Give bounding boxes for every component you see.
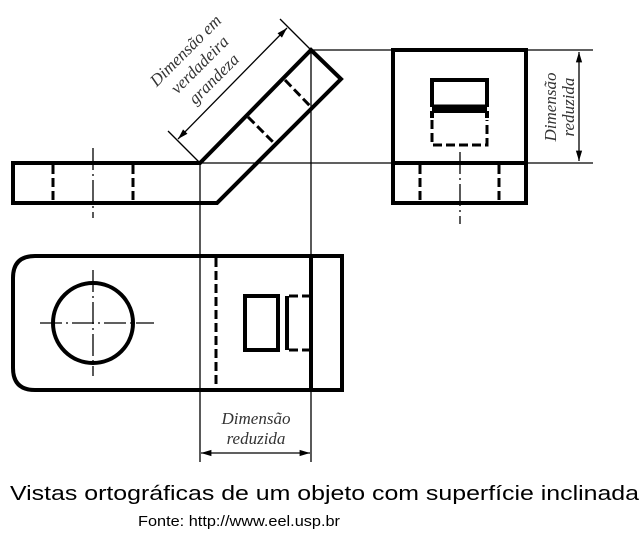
top-reduced-label-1: Dimensão bbox=[221, 409, 291, 428]
top-reduced-label-2: reduzida bbox=[227, 429, 286, 448]
side-reduced-label-1: Dimensão bbox=[541, 73, 560, 143]
side-reduced-label-2: reduzida bbox=[559, 78, 578, 137]
figure-source: Fonte: http://www.eel.usp.br bbox=[138, 513, 340, 530]
top-view bbox=[11, 254, 344, 392]
true-size-dimension: Dimensão em verdadeira grandeza bbox=[145, 11, 312, 164]
figure-caption: Vistas ortográficas de um objeto com sup… bbox=[10, 483, 640, 505]
top-reduced-dimension: Dimensão reduzida bbox=[201, 409, 310, 457]
side-view bbox=[391, 48, 528, 224]
side-reduced-dimension: Dimensão reduzida bbox=[541, 52, 583, 161]
